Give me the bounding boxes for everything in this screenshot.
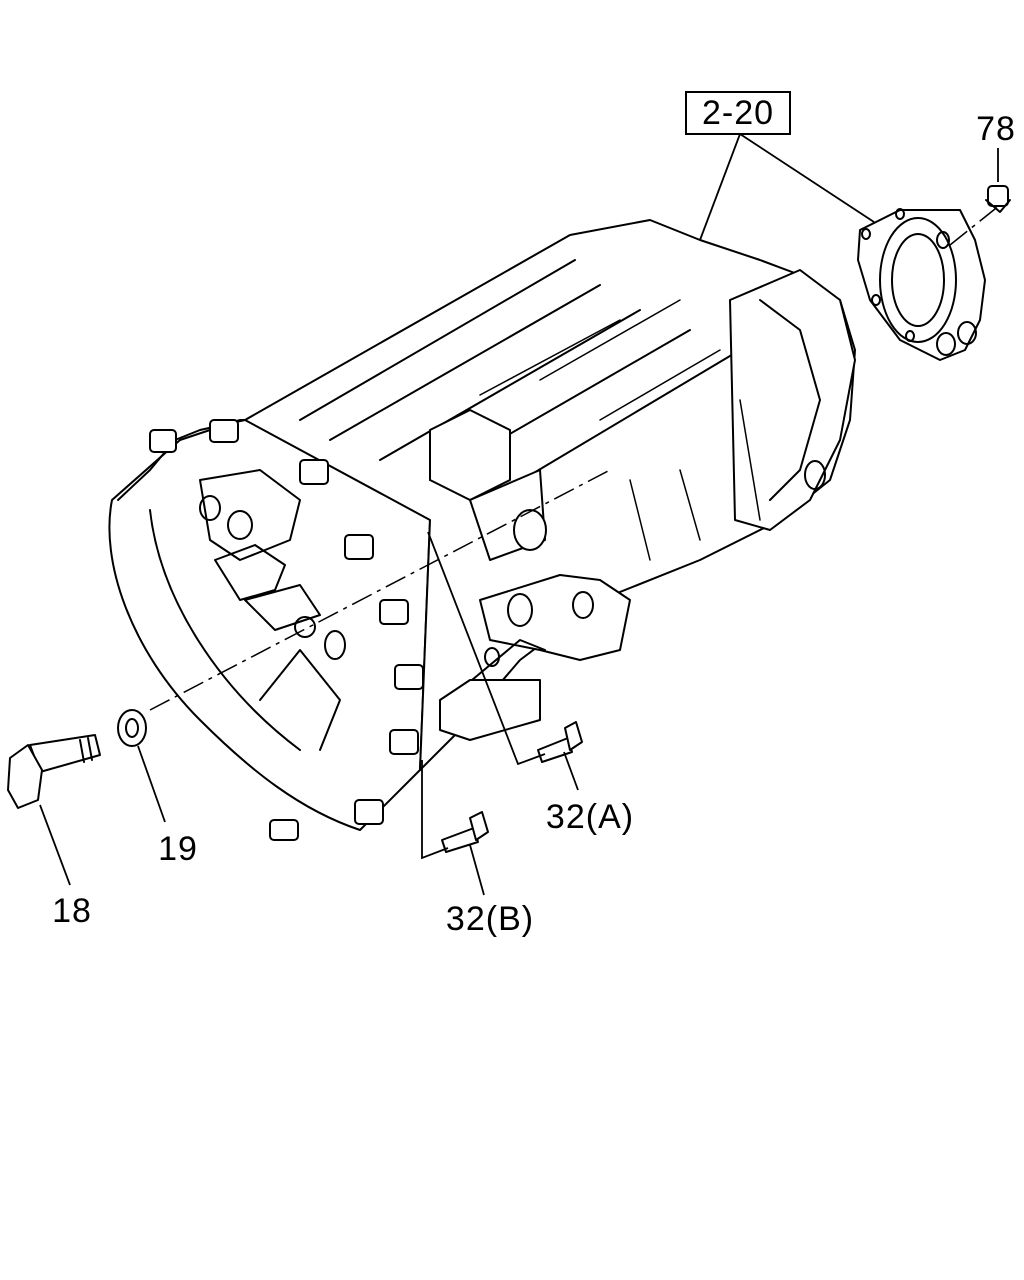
transmission-assembly — [108, 219, 856, 841]
ref-callout-2-20: 2-20 — [685, 91, 791, 135]
bolt-32b-icon — [441, 811, 489, 853]
part-label-32b: 32(B) — [446, 900, 534, 938]
part-label-19: 19 — [158, 830, 198, 868]
rear-cover — [857, 204, 1001, 361]
bell-bosses — [149, 419, 424, 841]
part-label-78: 78 — [976, 110, 1016, 148]
svg-text:2-20: 2-20 — [702, 94, 774, 132]
bolt-32a-icon — [537, 721, 583, 763]
bolt-18-icon — [7, 734, 101, 809]
part-label-32a: 32(A) — [546, 798, 634, 836]
drain-plug-icon — [985, 185, 1011, 213]
washer-19-icon — [117, 709, 147, 747]
part-label-18: 18 — [52, 892, 92, 930]
